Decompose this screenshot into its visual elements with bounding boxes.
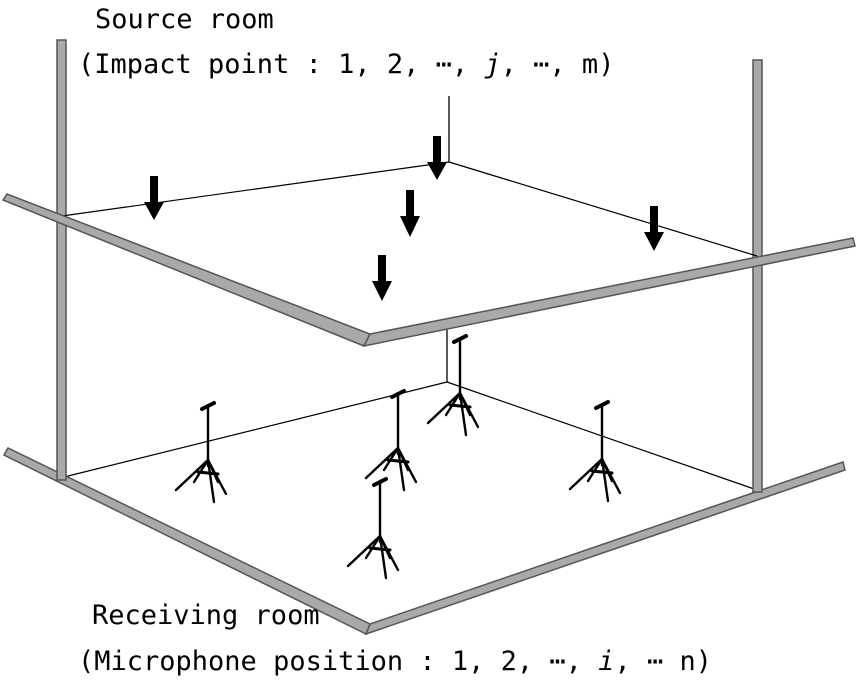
receiving-room-title: Receiving room [92, 600, 320, 631]
source-floor-front-right-beam [362, 237, 856, 348]
receiving-floor-left-edge [59, 381, 448, 479]
receiving-room-detail-suffix: , ⋯ n) [614, 646, 712, 677]
impact-arrow-1 [144, 176, 164, 220]
microphone-3 [364, 389, 418, 492]
receiving-room-microphone-positions: (Microphone position : 1, 2, ⋯, i, ⋯ n) [78, 648, 712, 675]
impact-arrows [144, 136, 664, 301]
source-room-title: Source room [95, 4, 274, 35]
source-room-detail-suffix: , ⋯, m) [500, 49, 615, 80]
right-vertical-post [752, 59, 763, 493]
receiving-room-detail-prefix: (Microphone position : 1, 2, ⋯, [78, 646, 599, 677]
microphone-1 [426, 334, 480, 437]
source-floor-right-edge [448, 161, 758, 257]
left-vertical-post [56, 39, 67, 481]
microphone-5 [346, 477, 400, 580]
microphone-2 [174, 401, 228, 504]
microphone-4 [568, 400, 622, 503]
source-room-detail-variable: j [484, 49, 501, 80]
source-room-impact-points: (Impact point : 1, 2, ⋯, j, ⋯, m) [78, 51, 614, 78]
receiving-room-detail-variable: i [598, 646, 615, 677]
impact-arrow-3 [400, 190, 420, 237]
source-room-detail-prefix: (Impact point : 1, 2, ⋯, [78, 49, 485, 80]
impact-arrow-5 [372, 255, 392, 301]
receiving-floor-front-right-beam [364, 461, 846, 636]
impact-arrow-2 [427, 136, 447, 180]
impact-arrow-4 [644, 206, 664, 251]
source-floor-left-edge [61, 161, 450, 217]
